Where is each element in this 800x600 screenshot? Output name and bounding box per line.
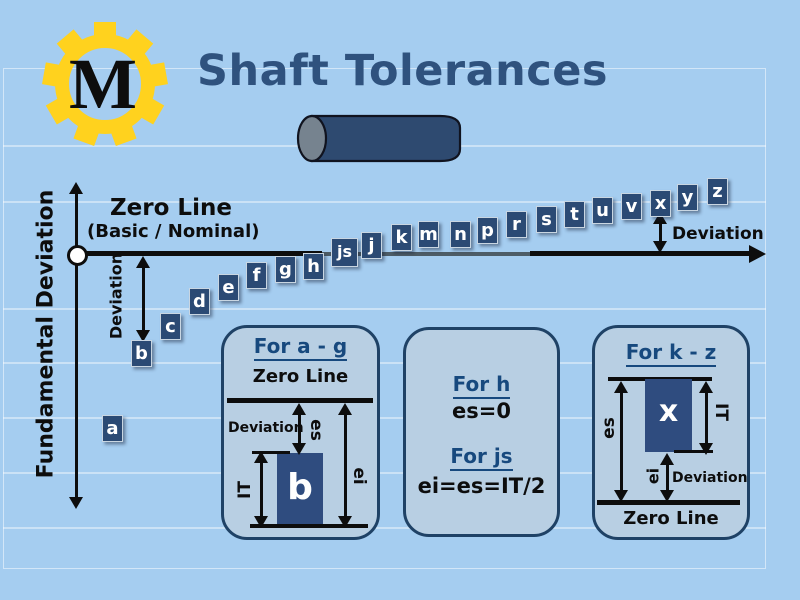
letter-box-g: g [275,256,296,283]
ei-arrow-a-g [338,403,352,528]
logo-letter: M [69,44,137,124]
tolerance-zone-x: x [645,379,692,452]
letter-box-t: t [564,201,585,228]
zero-line-gray-segment [322,252,530,256]
axis-origin-marker [67,245,88,266]
it-label-a-g: IT [235,481,255,499]
es-label-a-g: es [306,419,326,441]
deviation-arrow-left [136,256,150,342]
es-label-k-z: es [599,417,619,439]
zero-line-label: Zero Line [110,195,232,221]
es-arrow-a-g [292,403,306,455]
info-box-k-z: For k - z x es IT ei Deviation Zero Line [592,325,750,540]
info-box-a-g-title: For a - g [224,334,377,361]
zero-line-a-g [227,398,373,403]
gridline [3,527,766,529]
letter-box-d: d [189,288,210,315]
zero-line-label-k-z: Zero Line [623,508,719,529]
letter-box-k: k [391,224,412,251]
letter-box-e: e [218,274,239,301]
letter-box-c: c [160,313,181,340]
letter-box-r: r [506,211,527,238]
bar-bottom-tick-k-z [674,450,713,453]
letter-box-f: f [246,262,267,289]
gridline [3,201,766,203]
zero-line-sublabel: (Basic / Nominal) [87,221,260,242]
deviation-label-k-z: Deviation [672,470,748,486]
es-arrow-k-z [614,381,628,502]
zero-line-arrowhead [749,244,766,263]
gridline [3,472,766,474]
letter-box-a: a [102,415,123,442]
letter-box-v: v [621,193,642,220]
for-h-title: For h [406,372,557,399]
letter-box-z: z [707,178,728,205]
gridline [3,362,766,364]
bar-top-tick-a-g [252,451,290,454]
letter-box-p: p [477,217,498,244]
tolerance-zone-b: b [277,453,323,525]
page-title: Shaft Tolerances [197,46,608,96]
gridline [3,308,766,310]
zero-line-k-z [597,500,740,505]
letter-box-h: h [303,253,324,280]
inner-panel [3,68,766,569]
ei-label-k-z: ei [643,467,663,485]
zero-line-label-a-g: Zero Line [252,366,349,387]
letter-box-js: js [331,238,358,267]
letter-box-j: j [361,232,382,259]
gear-icon: M [42,22,168,147]
letter-box-n: n [450,221,471,248]
for-js-formula: ei=es=IT/2 [417,474,546,498]
y-axis-label: Fundamental Deviation [33,189,59,479]
info-box-h-js: For h es=0 For js ei=es=IT/2 [403,327,560,537]
for-h-formula: es=0 [452,399,511,423]
ei-arrow-k-z [660,453,674,502]
zero-line-left-segment [76,251,322,256]
deviation-label-right: Deviation [672,224,764,244]
it-arrow-a-g [254,451,268,528]
bottom-line-a-g [250,524,368,528]
letter-box-b: b [131,340,152,367]
gridline [3,417,766,419]
letter-box-x: x [650,190,671,217]
letter-box-u: u [592,197,613,224]
info-box-a-g: For a - g Zero Line Deviation es b IT ei [221,325,380,540]
deviation-label-left: Deviation [106,252,126,340]
shaft-cylinder [294,114,466,168]
deviation-label-a-g: Deviation [228,420,304,436]
fundamental-deviation-axis [69,182,83,509]
it-arrow-k-z [699,381,713,455]
letter-box-m: m [418,221,439,248]
ei-label-a-g: ei [349,467,369,485]
letter-box-y: y [677,184,698,211]
letter-box-s: s [536,206,557,233]
zero-line-right-segment [530,251,751,256]
for-js-title: For js [406,444,557,471]
logo: M [30,8,180,158]
deviation-arrow-right [653,212,667,253]
it-label-k-z: IT [711,403,731,421]
info-box-k-z-title: For k - z [595,340,747,367]
